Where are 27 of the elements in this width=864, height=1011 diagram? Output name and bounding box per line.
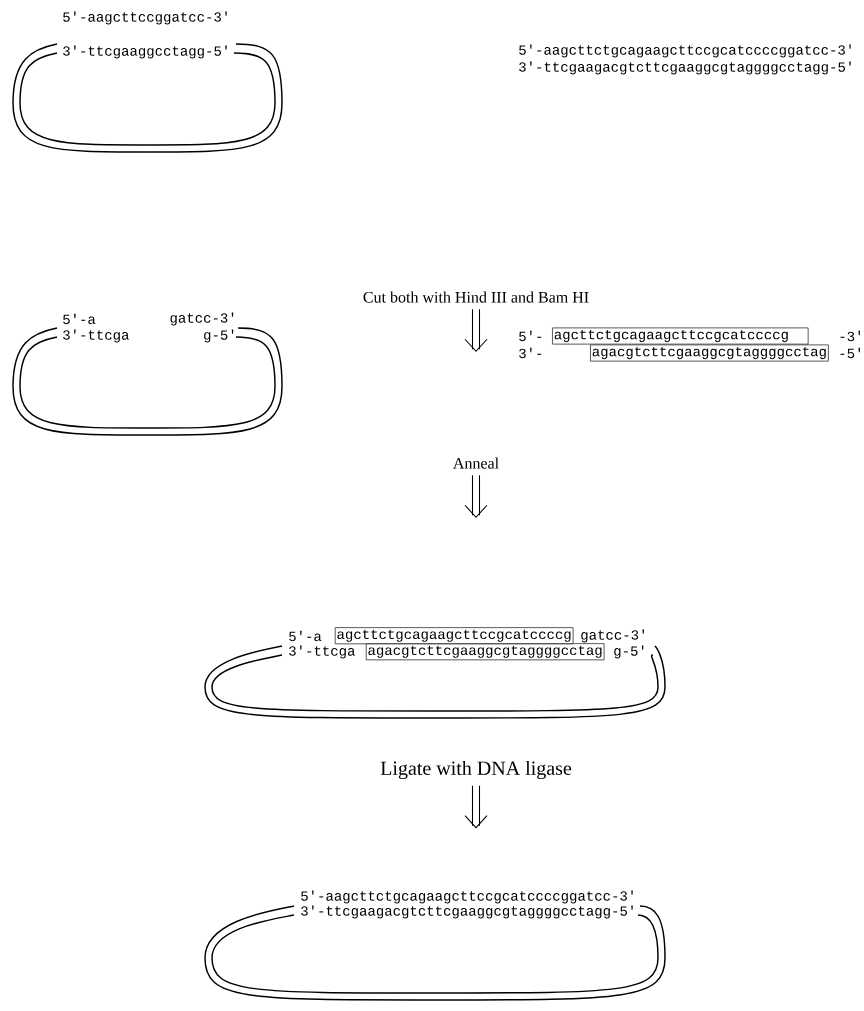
sequence-box: agcttctgcagaagcttccgcatccccg: [552, 327, 809, 345]
sequence-text: gatcc-3′: [581, 629, 644, 643]
sequence-text: g-5′: [614, 645, 644, 659]
sequence-text: 3′-ttcgaagacgtcttcgaaggcgtaggggcctagg-5′: [301, 905, 633, 919]
step-text: Ligate with DNA ligase: [380, 760, 572, 780]
sequence-text: 5′-aagcttctgcagaagcttccgcatccccggatcc-3′: [301, 890, 633, 904]
step-text: Cut both with Hind III and Bam HI: [363, 291, 589, 303]
sequence-box: agacgtcttcgaaggcgtaggggcctag: [365, 643, 605, 661]
sequence-text: gatcc-3′: [170, 312, 234, 326]
sequence-box: agcttctgcagaagcttccgcatccccg: [334, 627, 574, 645]
sequence-text: 3′-ttcga: [289, 645, 355, 659]
sequence-text: 3′-ttcga: [63, 329, 129, 343]
sequence-text: 5′-a: [289, 630, 322, 642]
sequence-text: 5′-a: [63, 313, 96, 325]
sequence-text: 3′-: [519, 347, 542, 359]
sequence-text: 5′-aagcttctgcagaagcttccgcatccccggatcc-3′: [519, 44, 851, 58]
double-arrow: [464, 785, 488, 829]
sequence-text: g-5′: [204, 329, 234, 343]
sequence-text: 3′-ttcgaaggcctagg-5′: [63, 45, 227, 59]
sequence-text: 3′-ttcgaagacgtcttcgaaggcgtaggggcctagg-5′: [519, 61, 851, 75]
sequence-text: 5′-aagcttccggatcc-3′: [63, 11, 227, 25]
sequence-text: -3′: [840, 330, 860, 342]
sequence-text: -5′: [840, 347, 860, 359]
double-arrow: [464, 474, 488, 519]
step-text: Anneal: [453, 457, 499, 469]
sequence-box: agacgtcttcgaaggcgtaggggcctag: [590, 344, 829, 362]
double-arrow: [464, 308, 488, 353]
